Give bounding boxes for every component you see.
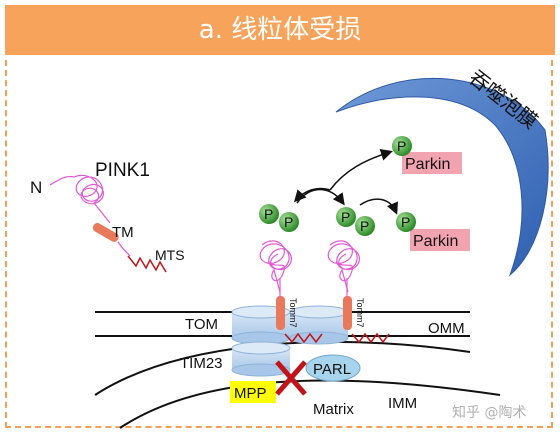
pink1-membrane-left [259, 240, 292, 298]
parkin-bottom-box [410, 229, 470, 251]
phospho-ball-1: P [259, 204, 279, 224]
pink1-membrane-right [327, 240, 360, 298]
mpp-box [230, 381, 276, 403]
parl-protease [305, 354, 361, 382]
mts-zigzag-right [351, 332, 390, 344]
pink1-linker [117, 241, 131, 257]
parkin-bottom-label: Parkin [413, 233, 458, 250]
mpp-label: MPP [234, 385, 267, 402]
cleavage-block-cross [275, 360, 307, 396]
parkin-top-box [402, 152, 462, 174]
tomm7-label-right: Tomm7 [355, 298, 365, 328]
imm-arc-inner [119, 379, 501, 429]
tomm7-label-left: Tomm7 [288, 298, 298, 328]
tim23-channel [231, 341, 291, 377]
svg-text:P: P [284, 214, 293, 230]
arrow-dimerization-back [293, 187, 331, 203]
parkin-top-label: Parkin [405, 156, 450, 173]
pink1-mts-zigzag [127, 255, 167, 273]
n-terminus-label: N [30, 178, 42, 197]
omm-label: OMM [428, 320, 465, 337]
phospho-ball-2: P [279, 212, 299, 232]
arrow-to-parkin-bottom [359, 198, 398, 215]
header-title: a. 线粒体受损 [198, 15, 362, 45]
svg-text:P: P [360, 218, 369, 234]
matrix-label: Matrix [313, 401, 354, 418]
svg-text:P: P [397, 138, 406, 154]
phospho-ball-3: P [336, 207, 356, 227]
pink1-tm-segment [92, 223, 119, 242]
tomm7-bar-left [276, 296, 285, 330]
tm-label: TM [112, 224, 134, 241]
tomm7-bar-right [343, 296, 352, 330]
svg-text:P: P [341, 209, 350, 225]
tim23-label: TIM23 [180, 355, 223, 372]
phospho-ball-4: P [355, 216, 375, 236]
arrow-dimerization [296, 188, 345, 206]
tom-label: TOM [185, 316, 218, 333]
imm-label: IMM [388, 395, 417, 412]
header-bar: a. 线粒体受损 [5, 5, 555, 55]
parl-label: PARL [313, 361, 351, 378]
svg-text:P: P [264, 206, 273, 222]
pink1-label: PINK1 [95, 160, 150, 181]
pink1-free-protein [49, 174, 111, 224]
mts-label: MTS [155, 247, 185, 263]
svg-text:P: P [401, 214, 410, 230]
watermark: 知乎 @陶术 [452, 404, 526, 421]
autophagosome-membrane [335, 77, 549, 277]
dashed-frame [5, 60, 553, 428]
mts-zigzag-left [284, 332, 323, 344]
parkin-bottom-phospho: P [396, 212, 416, 232]
arrow-to-parkin-top [329, 149, 393, 191]
parkin-top-phospho: P [392, 136, 412, 156]
